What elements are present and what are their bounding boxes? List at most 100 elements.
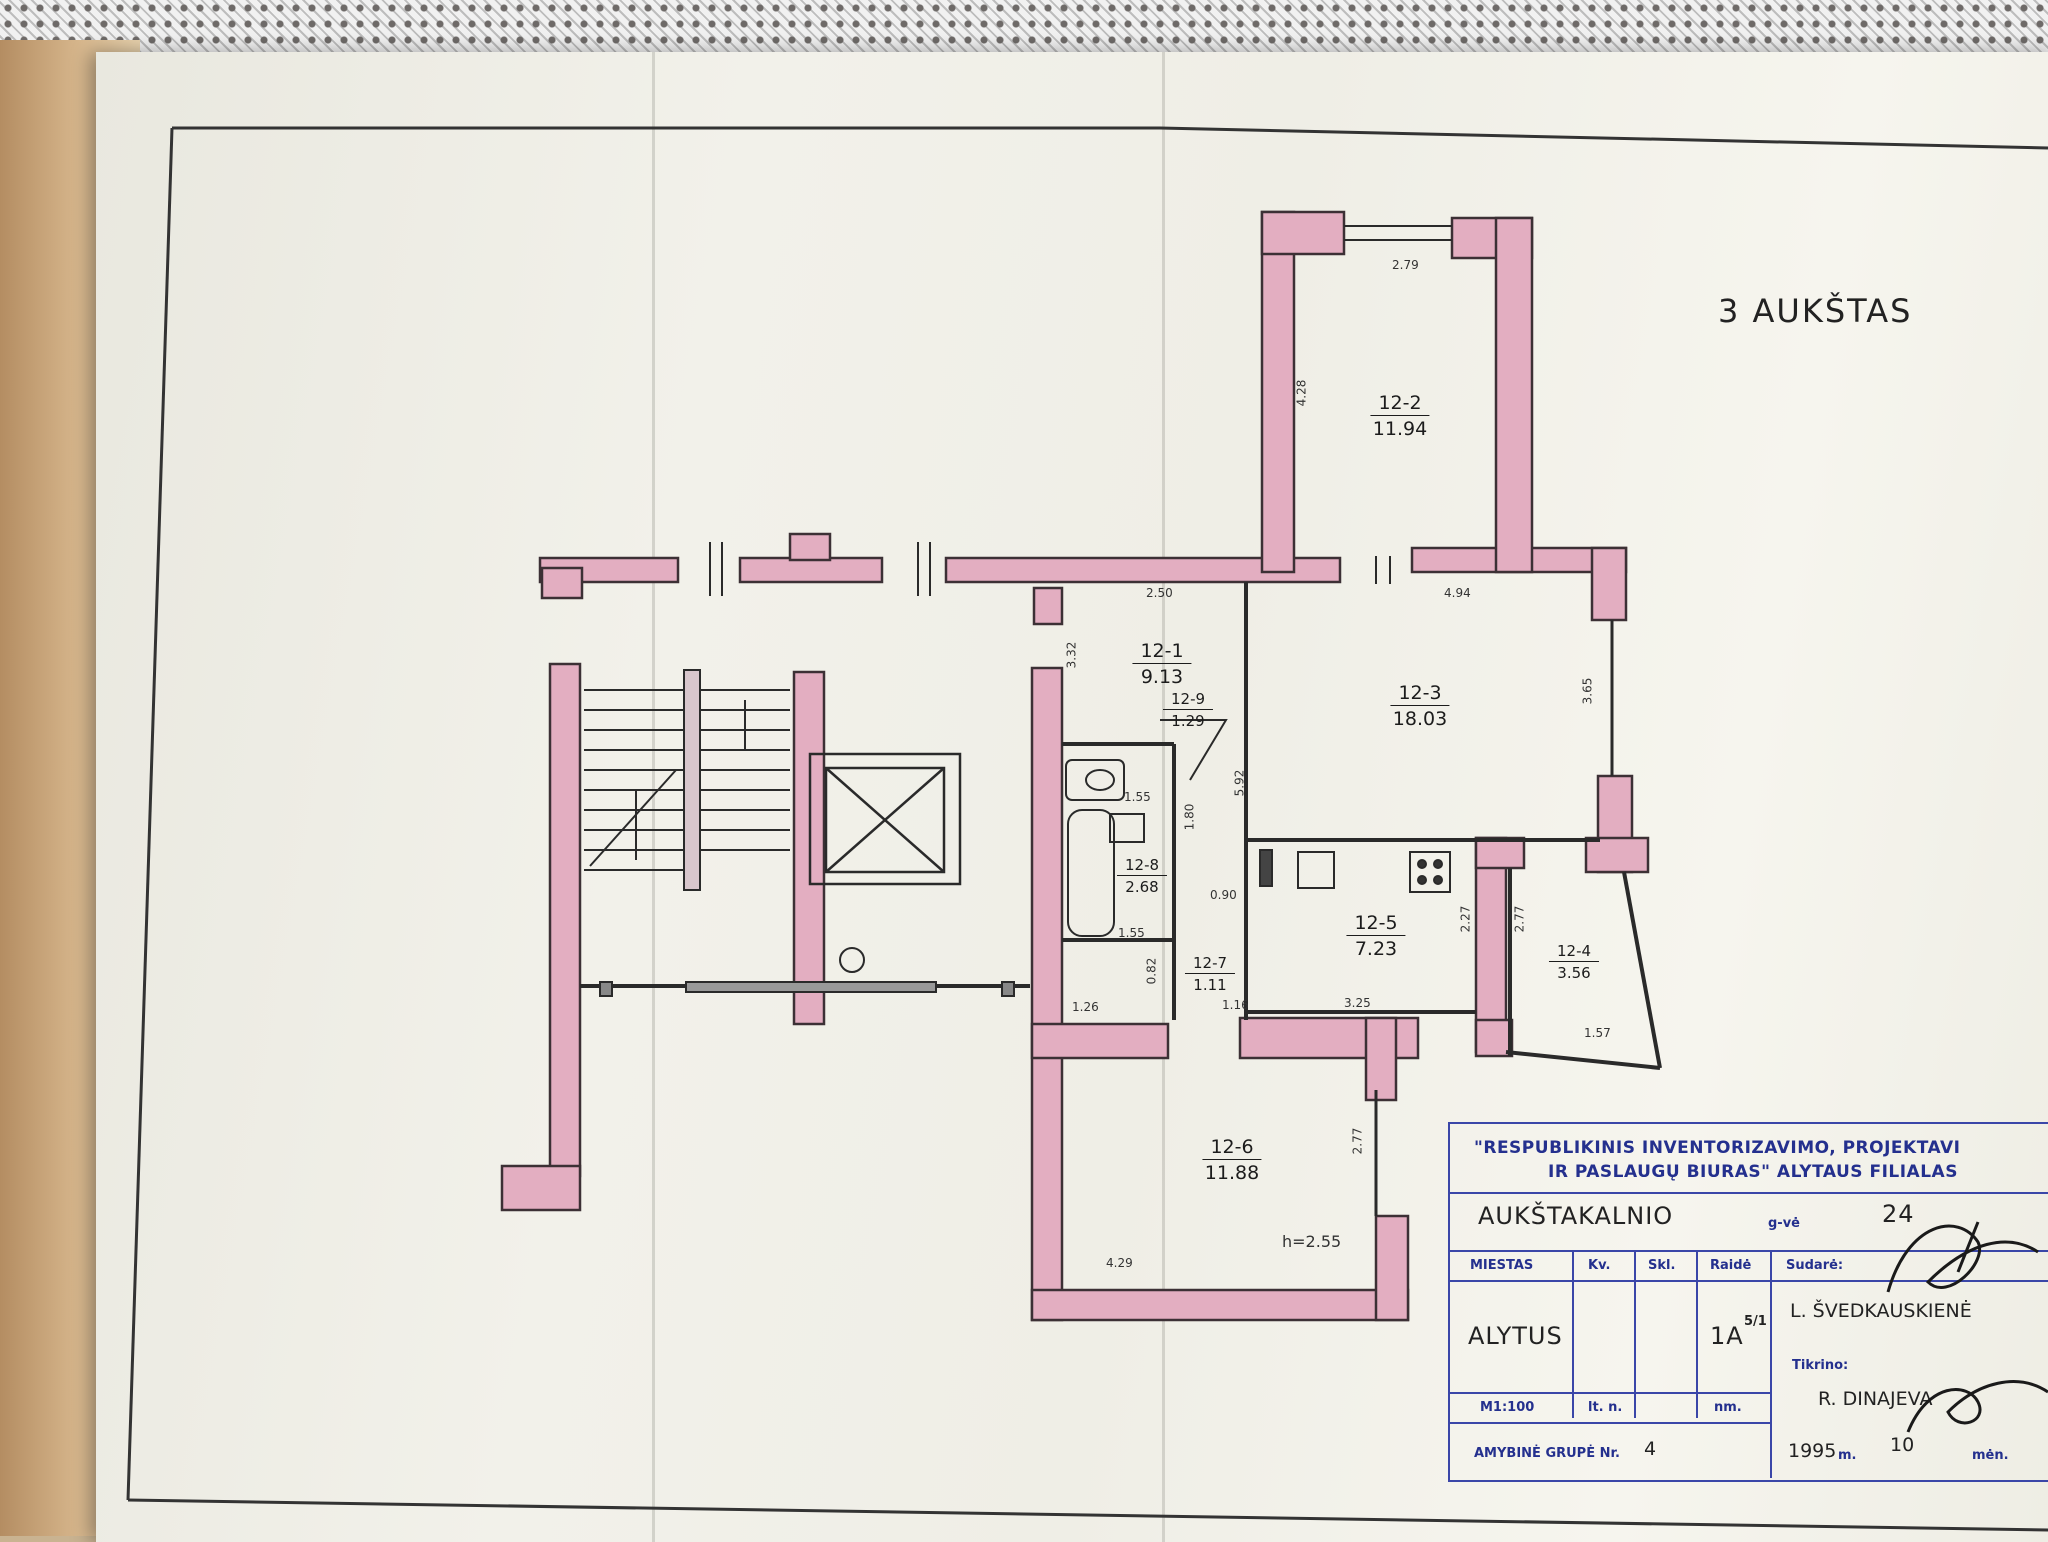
city-name: ALYTUS [1468, 1322, 1563, 1350]
building-letter: 1A [1710, 1322, 1744, 1350]
col-sudare: Sudarė: [1786, 1258, 1844, 1273]
compiler-name: L. ŠVEDKAUSKIENĖ [1790, 1300, 1972, 1322]
col-miestas: MIESTAS [1470, 1258, 1534, 1273]
building-letter-index: 5/1 [1744, 1314, 1767, 1329]
col-raide: Raidė [1710, 1258, 1752, 1273]
date-month: 10 [1890, 1434, 1915, 1456]
dimension-label: 0.82 [1144, 957, 1159, 985]
partition [1622, 871, 1662, 1069]
sheet-label: lt. n. [1588, 1400, 1623, 1415]
dimension-label: 1.55 [1118, 926, 1145, 940]
room-area: 7.23 [1354, 938, 1398, 960]
dimension-label: 2.77 [1350, 1127, 1365, 1155]
date-year: 1995 [1788, 1440, 1837, 1462]
scale: M1:100 [1480, 1400, 1535, 1415]
room-id: 12-7 [1184, 954, 1236, 974]
street-suffix: g-vė [1768, 1216, 1800, 1231]
room-label: 12-6 11.88 [1202, 1136, 1262, 1184]
sheet-border-bottom [127, 1498, 2048, 1532]
wall [1260, 210, 1346, 256]
room-label: 12-4 3.56 [1548, 942, 1600, 982]
dimension-label: 2.27 [1458, 905, 1473, 933]
sink [1109, 813, 1145, 843]
checker-label: Tikrino: [1792, 1358, 1849, 1373]
sheet-number: nm. [1714, 1400, 1742, 1415]
street-name: AUKŠTAKALNIO [1478, 1202, 1674, 1230]
elevator-shaft [808, 752, 962, 886]
dimension-label: 1.55 [1124, 790, 1151, 804]
dimension-label: 1.26 [1072, 1000, 1099, 1014]
stamp-scale-row [1448, 1392, 1770, 1424]
room-id: 12-8 [1116, 856, 1168, 876]
group-number: 4 [1644, 1438, 1657, 1460]
org-name-line2: IR PASLAUGŲ BIURAS" ALYTAUS FILIALAS [1548, 1162, 1958, 1182]
room-id: 12-9 [1162, 690, 1214, 710]
bathtub [1067, 809, 1115, 937]
date-year-label: m. [1838, 1448, 1857, 1463]
dimension-label: 1.80 [1182, 803, 1197, 831]
room-id: 12-1 [1132, 640, 1192, 664]
room-id: 12-6 [1202, 1136, 1262, 1160]
room-label: 12-3 18.03 [1390, 682, 1450, 730]
room-area: 1.11 [1193, 976, 1227, 994]
col-skl: Skl. [1648, 1258, 1676, 1273]
wall [1474, 836, 1526, 870]
stove [1409, 851, 1451, 893]
room-label: 12-9 1.29 [1162, 690, 1214, 730]
dimension-label: 4.28 [1294, 379, 1309, 407]
house-number: 24 [1882, 1200, 1915, 1228]
ceiling-height: h=2.55 [1282, 1232, 1342, 1251]
wall [738, 556, 884, 584]
wall [1260, 210, 1296, 574]
window-marks [709, 225, 1452, 596]
title-block-stamp: "RESPUBLIKINIS INVENTORIZAVIMO, PROJEKTA… [1448, 1122, 2048, 1484]
wall [1584, 836, 1650, 874]
dimension-label: 4.29 [1106, 1256, 1133, 1270]
org-name-line1: "RESPUBLIKINIS INVENTORIZAVIMO, PROJEKTA… [1474, 1138, 1961, 1158]
wall [1030, 1022, 1170, 1060]
stamp-column-row [1448, 1250, 2048, 1282]
dimension-label: 2.79 [1392, 258, 1419, 272]
kitchen-sink [1297, 851, 1335, 889]
room-area: 9.13 [1140, 666, 1184, 688]
dimension-label: 3.65 [1580, 677, 1595, 705]
wall [500, 1164, 582, 1212]
staircase [580, 669, 1030, 997]
stamp-frame [1448, 1122, 2048, 1482]
wall [1030, 666, 1064, 1322]
group-label: AMYBINĖ GRUPĖ Nr. [1474, 1446, 1620, 1461]
paper-fold [1162, 52, 1165, 1542]
checker-name: R. DINAJEVA [1818, 1388, 1933, 1410]
wall [1590, 546, 1628, 622]
room-area: 2.68 [1125, 878, 1159, 896]
wall [1374, 1214, 1410, 1322]
room-area: 11.88 [1204, 1162, 1260, 1184]
dimension-label: 1.16 [1222, 998, 1249, 1012]
dimension-label: 2.50 [1146, 586, 1173, 600]
dimension-label: 5.92 [1232, 769, 1247, 797]
partitions [1062, 582, 1662, 1216]
dimension-label: 4.94 [1444, 586, 1471, 600]
room-id: 12-4 [1548, 942, 1600, 962]
wall [1032, 586, 1064, 626]
room-label: 12-8 2.68 [1116, 856, 1168, 896]
room-label: 12-5 7.23 [1346, 912, 1406, 960]
stamp-header-row [1448, 1122, 2048, 1194]
wall [548, 662, 582, 1178]
wall [1030, 1288, 1410, 1322]
dimension-label: 2.77 [1512, 905, 1527, 933]
dimension-label: 3.25 [1344, 996, 1371, 1010]
col-kv: Kv. [1588, 1258, 1611, 1273]
radiator [1259, 849, 1273, 887]
sanitary-fixtures [1065, 719, 1451, 937]
room-label: 12-7 1.11 [1184, 954, 1236, 994]
dimension-label: 1.57 [1584, 1026, 1611, 1040]
room-id: 12-3 [1390, 682, 1450, 706]
date-month-label: mėn. [1972, 1448, 2009, 1463]
sheet-border-left [126, 127, 174, 1501]
handwritten-signatures [1886, 1221, 2048, 1433]
paper-fold [652, 52, 655, 1542]
room-label: 12-2 11.94 [1370, 392, 1430, 440]
room-area: 1.29 [1171, 712, 1205, 730]
